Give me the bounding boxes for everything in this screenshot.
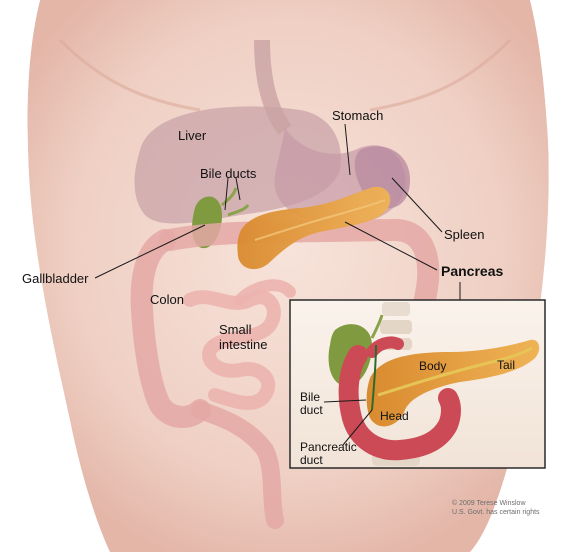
inset-label-head: Head: [380, 409, 409, 423]
colon-shape: [130, 218, 440, 529]
inset-label-pancreatic-duct-line2: duct: [300, 453, 323, 467]
label-stomach: Stomach: [332, 108, 384, 123]
inset-label-tail: Tail: [497, 358, 516, 372]
credit-line1: © 2009 Terese Winslow: [452, 500, 526, 507]
label-small-intestine-line1: Small: [219, 322, 252, 337]
bile-ducts-shape: [221, 187, 250, 217]
label-small-intestine-line2: intestine: [219, 337, 268, 352]
inset-label-bile-duct-line1: Bile: [300, 390, 321, 404]
label-gallbladder: Gallbladder: [22, 271, 89, 286]
credit-line2: U.S. Govt. has certain rights: [452, 509, 540, 516]
label-bile-ducts: Bile ducts: [200, 166, 257, 181]
small-intestine-shape: [183, 279, 296, 410]
pancreas-inset: [289, 299, 546, 469]
inset-label-body: Body: [419, 359, 447, 373]
label-colon: Colon: [150, 292, 184, 307]
label-liver: Liver: [178, 128, 207, 143]
pancreas-shape: [237, 186, 391, 270]
label-spleen: Spleen: [444, 227, 485, 242]
label-pancreas: Pancreas: [441, 263, 504, 279]
inset-label-pancreatic-duct-line1: Pancreatic: [300, 440, 357, 454]
inset-label-bile-duct-line2: duct: [300, 403, 323, 417]
